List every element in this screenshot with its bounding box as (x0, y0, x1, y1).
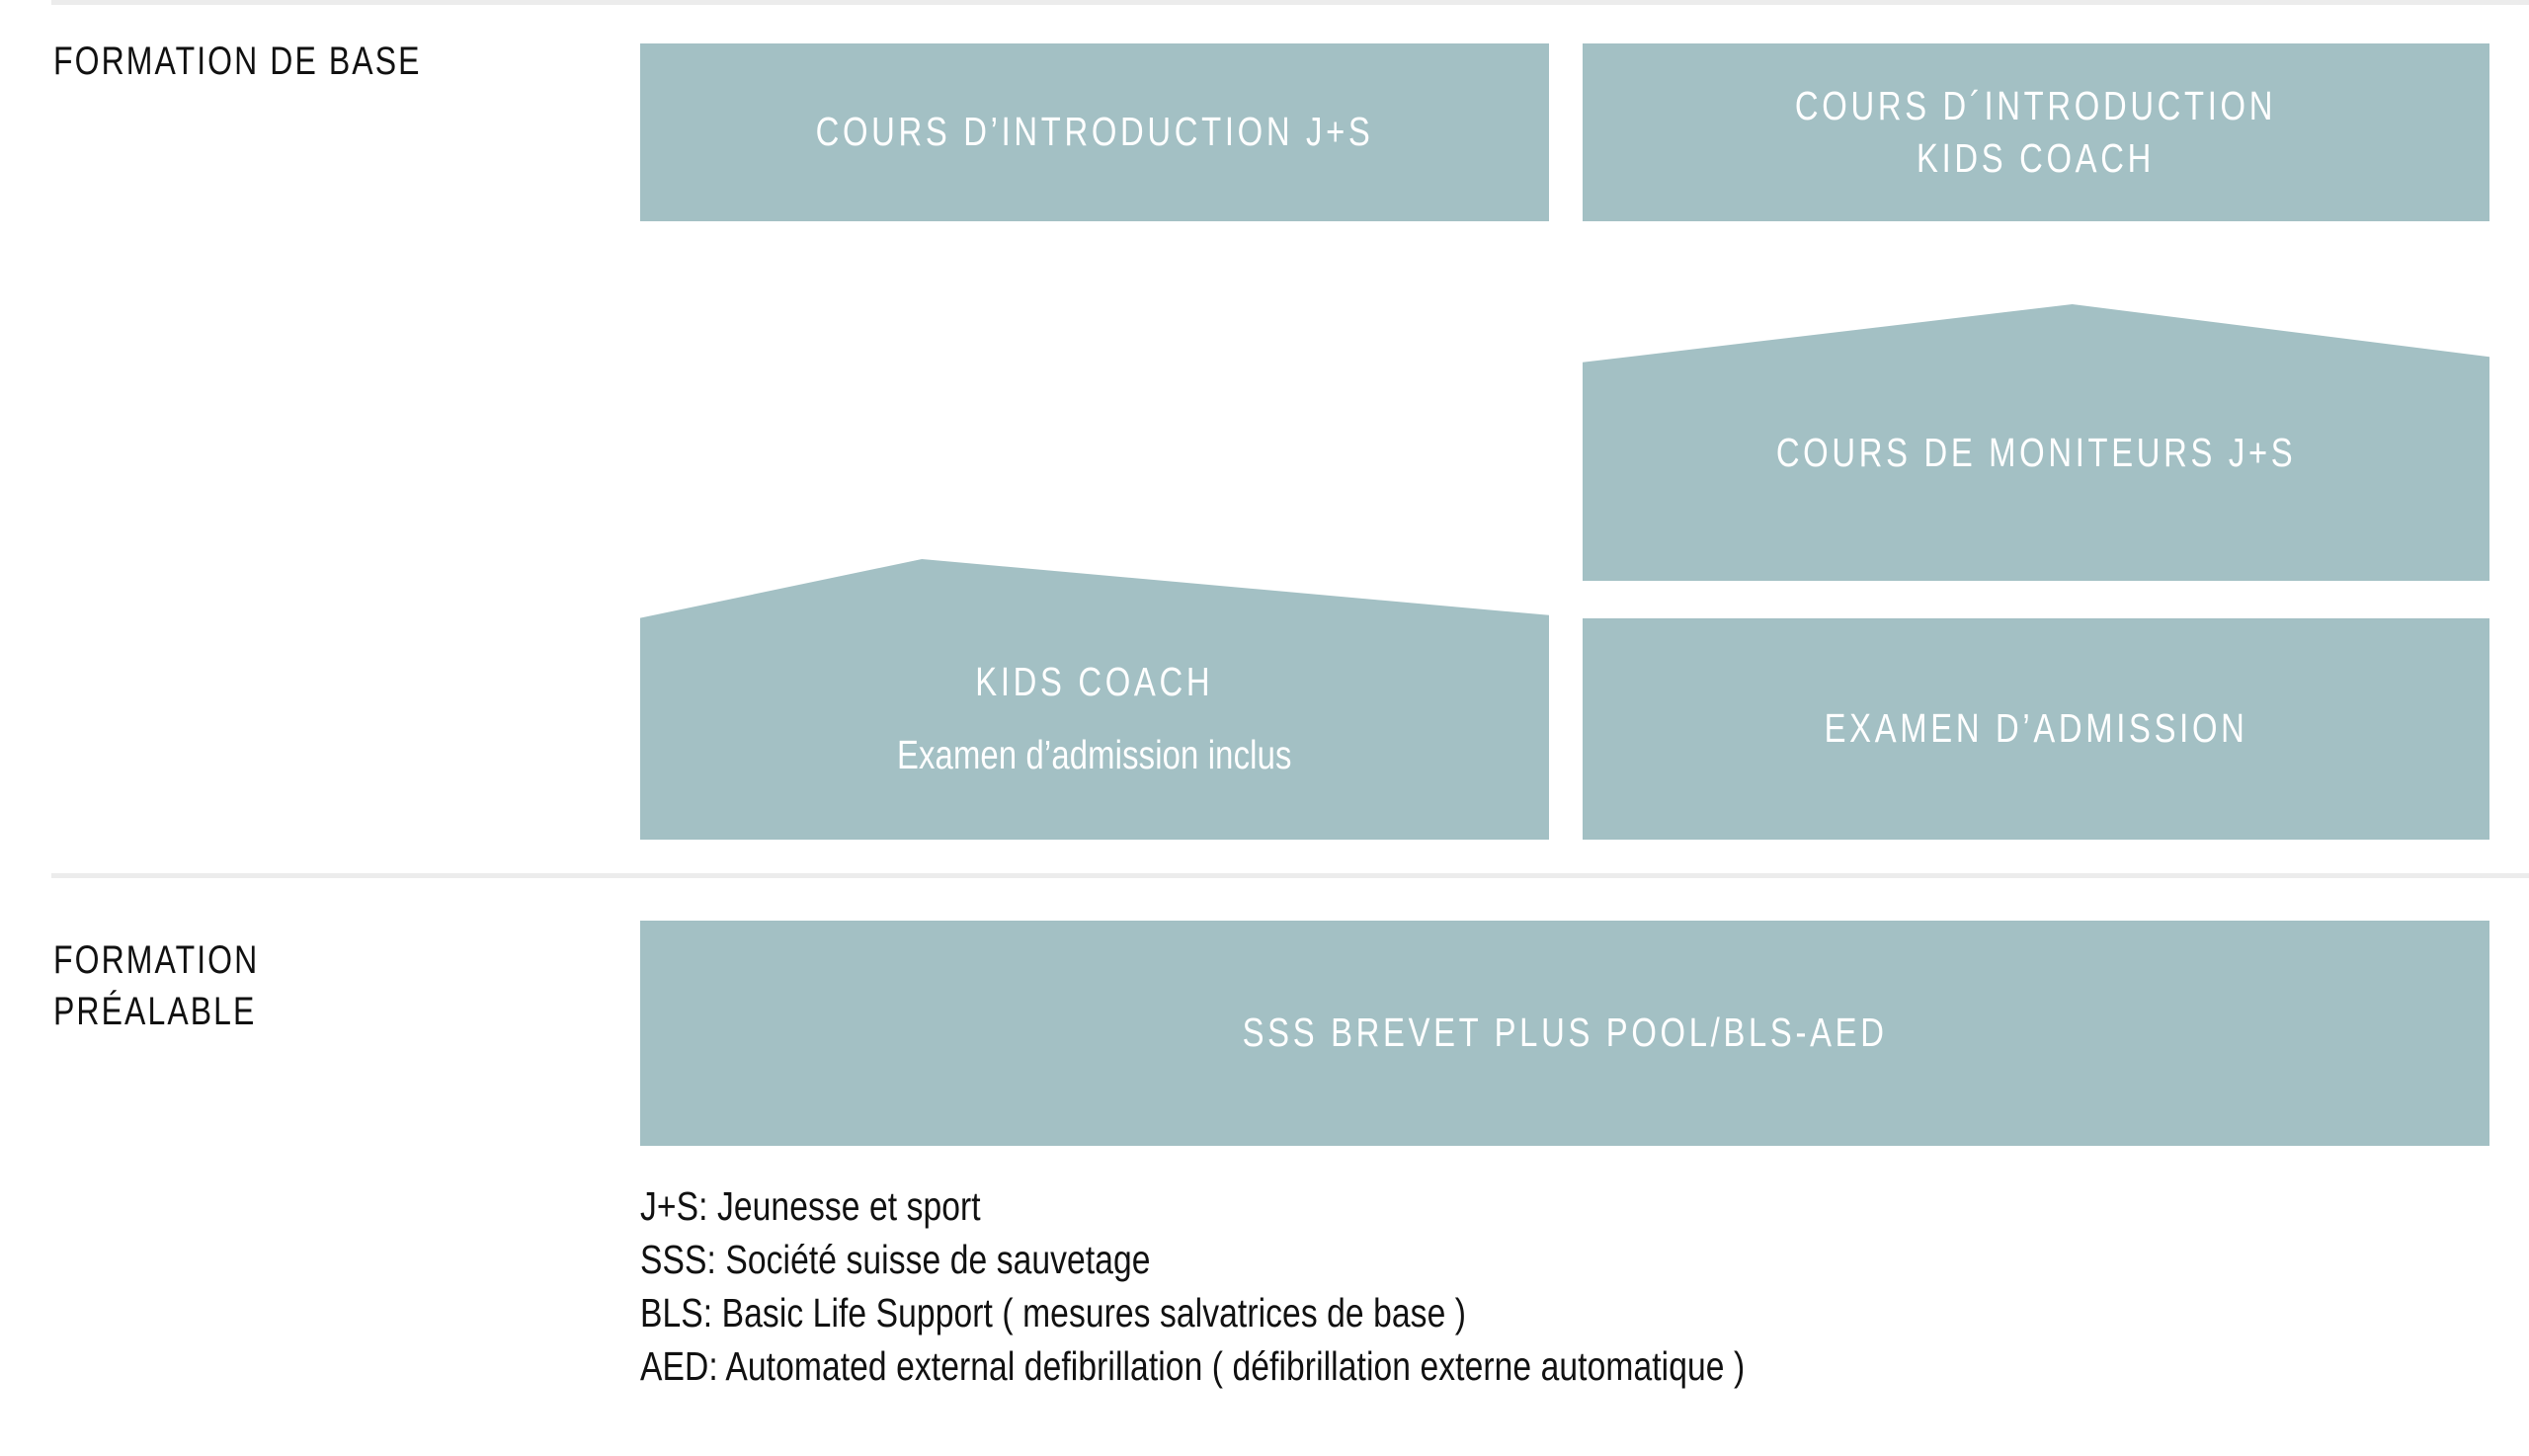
block-examen-admission[interactable]: EXAMEN D’ADMISSION (1583, 618, 2489, 840)
section-label-formation-prealable: FORMATION PRÉALABLE (53, 938, 260, 1033)
divider-top (51, 0, 2529, 5)
block-label-kids-coach: KIDS COACH (975, 659, 1214, 705)
block-label-cours-introduction-kids-coach: COURS D´INTRODUCTION KIDS COACH (1795, 82, 2277, 181)
block-sublabel-kids-coach: Examen d’admission inclus (897, 732, 1292, 778)
pentagon-shape-cours-de-moniteurs (1583, 304, 2489, 581)
divider-middle (51, 873, 2529, 878)
section-label-formation-de-base: FORMATION DE BASE (53, 40, 422, 83)
block-label-sss-brevet-plus-pool-bls-aed: SSS BREVET PLUS POOL/BLS-AED (1242, 1010, 1888, 1056)
block-label-cours-de-moniteurs-js: COURS DE MONITEURS J+S (1775, 430, 2297, 476)
block-sss-brevet-plus-pool-bls-aed[interactable]: SSS BREVET PLUS POOL/BLS-AED (640, 921, 2489, 1146)
block-label-group-kids-coach: KIDS COACH Examen d’admission inclus (897, 636, 1292, 803)
block-cours-de-moniteurs-js[interactable]: COURS DE MONITEURS J+S (1583, 304, 2489, 581)
block-cours-introduction-js[interactable]: COURS D’INTRODUCTION J+S (640, 43, 1549, 221)
legend-line: AED: Automated external defibrillation (… (640, 1343, 1746, 1390)
block-label-cours-introduction-js: COURS D’INTRODUCTION J+S (815, 109, 1374, 155)
legend-line: J+S: Jeunesse et sport (640, 1183, 981, 1229)
pentagon-shape-kids-coach (640, 559, 1549, 840)
block-label-examen-admission: EXAMEN D’ADMISSION (1824, 705, 2248, 752)
block-kids-coach[interactable]: KIDS COACH Examen d’admission inclus (640, 559, 1549, 840)
block-cours-introduction-kids-coach[interactable]: COURS D´INTRODUCTION KIDS COACH (1583, 43, 2489, 221)
legend-abbreviations: J+S: Jeunesse et sport SSS: Société suis… (640, 1179, 1745, 1393)
legend-line: BLS: Basic Life Support ( mesures salvat… (640, 1290, 1467, 1336)
legend-line: SSS: Société suisse de sauvetage (640, 1237, 1151, 1283)
